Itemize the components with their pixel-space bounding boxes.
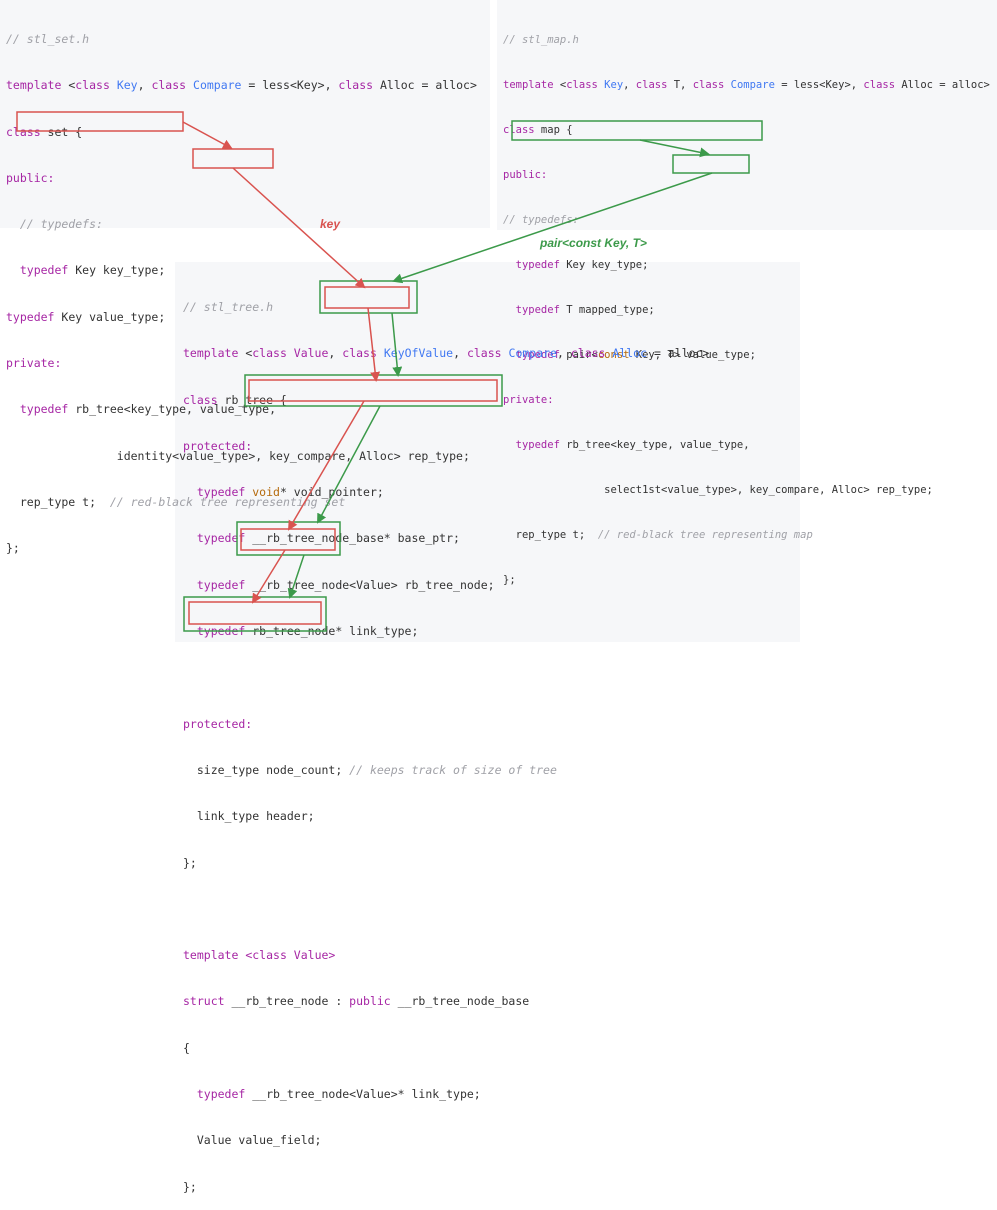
- tree-base-ptr-line: typedef __rb_tree_node_base* base_ptr;: [183, 531, 460, 546]
- key-label: key: [320, 217, 341, 231]
- tree-class-value-inner-box: [324, 286, 410, 309]
- green-arrow-tree-value-down: [391, 312, 403, 377]
- map-close-line: };: [503, 574, 516, 586]
- map-private-line: private:: [503, 394, 554, 406]
- map-public-line: public:: [503, 169, 548, 181]
- map-rbtree-typedef-line: typedef rb_tree<key_type, value_type,: [503, 439, 750, 451]
- map-key-type-line: typedef Key key_type;: [503, 259, 649, 271]
- node-close-line: };: [183, 1179, 197, 1194]
- map-code-block: // stl_map.h template <class Key, class …: [503, 4, 990, 603]
- green-arrow-node-typedef-down: [317, 405, 381, 524]
- set-private-line: private:: [6, 356, 62, 371]
- red-arrow-set-typedef: [182, 121, 233, 149]
- set-value-type-line: typedef Key value_type;: [6, 309, 166, 324]
- tree-blank-line: [183, 668, 709, 686]
- red-arrow-set-to-tree: [232, 167, 366, 289]
- map-template-line: template <class Key, class T, class Comp…: [503, 79, 990, 91]
- annotation-overlay: [16, 111, 763, 632]
- set-public-line: public:: [6, 170, 55, 185]
- set-typedefs-comment: // typedefs:: [6, 217, 103, 232]
- node-template-line: template <class Value>: [183, 948, 336, 963]
- tree-protected-line: protected:: [183, 438, 253, 453]
- red-arrow-value-field: [251, 549, 286, 604]
- tree-protected2-line: protected:: [183, 716, 253, 731]
- tree-header-line: link_type header;: [183, 809, 315, 824]
- set-template-line: template <class Key, class Compare = les…: [6, 78, 477, 93]
- map-code-panel: [497, 0, 997, 230]
- green-arrow-map-typedef: [639, 139, 710, 158]
- green-arrow-map-to-tree: [392, 172, 713, 284]
- set-code-panel: [0, 0, 490, 228]
- node-link-type-line: typedef __rb_tree_node<Value>* link_type…: [183, 1087, 481, 1102]
- node-template-inner-box: [240, 528, 336, 551]
- set-code-block: // stl_set.h template <class Key, class …: [6, 2, 477, 572]
- tree-template-line: template <class Value, class KeyOfValue,…: [183, 346, 710, 361]
- green-arrow-value-field: [287, 554, 305, 599]
- red-arrow-tree-value-down: [367, 307, 381, 382]
- map-rbtree-args-line: select1st<value_type>, key_compare, Allo…: [503, 484, 933, 496]
- tree-void-pointer-line: typedef void* void_pointer;: [183, 485, 384, 500]
- set-rbtree-value-type-box: [192, 148, 274, 169]
- tree-node-count-line: size_type node_count; // keeps track of …: [183, 762, 557, 777]
- map-rbtree-value-type-box: [672, 154, 750, 174]
- tree-code-panel: [175, 262, 800, 642]
- set-comment: // stl_set.h: [6, 32, 90, 46]
- set-rbtree-args-line: identity<value_type>, key_compare, Alloc…: [6, 448, 470, 463]
- map-comment: // stl_map.h: [503, 34, 579, 46]
- tree-close-line: };: [183, 855, 197, 870]
- map-mapped-type-line: typedef T mapped_type;: [503, 304, 655, 316]
- map-value-type-line: typedef pair<const Key, T> value_type;: [515, 349, 756, 361]
- set-rep-line: rep_type t; // red-black tree representi…: [6, 494, 346, 509]
- set-value-type-box: [16, 111, 184, 132]
- node-struct-line: struct __rb_tree_node : public __rb_tree…: [183, 994, 530, 1009]
- red-arrow-node-typedef-down: [287, 400, 365, 531]
- map-rep-line: rep_type t; // red-black tree representi…: [503, 529, 813, 541]
- tree-blank-line-2: [183, 900, 709, 918]
- map-value-type-box: [511, 120, 763, 141]
- tree-node-typedef-inner-box: [248, 379, 498, 402]
- tree-comment: // stl_tree.h: [183, 300, 274, 314]
- node-value-field-line: Value value_field;: [196, 1133, 322, 1148]
- node-open-brace-line: {: [183, 1040, 190, 1055]
- set-key-type-line: typedef Key key_type;: [6, 263, 166, 278]
- map-class-line: class map {: [503, 124, 573, 136]
- set-close-line: };: [6, 541, 20, 556]
- pair-label: pair<const Key, T>: [540, 236, 647, 250]
- node-value-field-inner-box: [188, 601, 322, 625]
- set-rbtree-typedef-line: typedef rb_tree<key_type, value_type,: [6, 402, 277, 417]
